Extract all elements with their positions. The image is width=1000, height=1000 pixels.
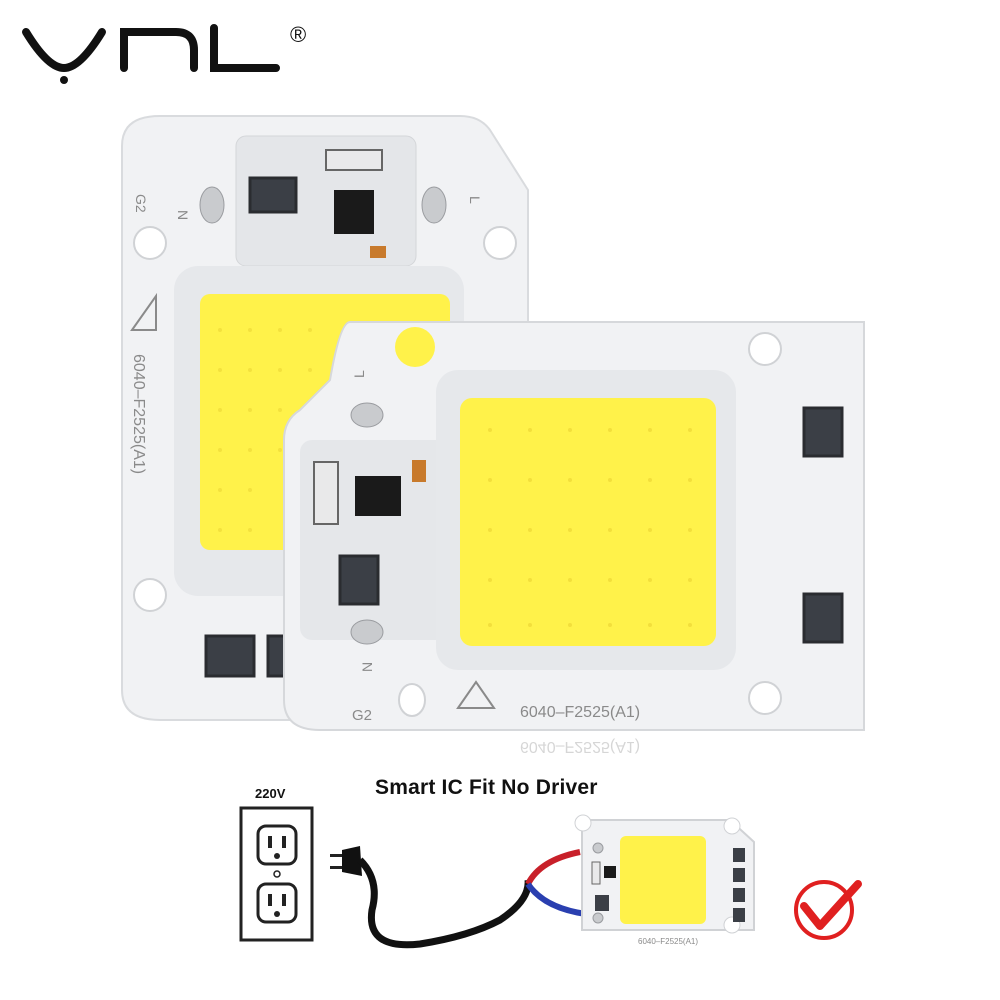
capacitor: [412, 460, 426, 482]
mini-emitter: [620, 836, 706, 924]
solder-point: [350, 619, 384, 645]
mount-hole: [133, 226, 167, 260]
back-emitter-dots: [218, 328, 312, 532]
front-corner-label: G2: [352, 707, 372, 724]
warning-icon: [130, 292, 157, 331]
socket-top: [256, 824, 298, 866]
component-pad: [248, 176, 298, 214]
plug-prong: [330, 854, 342, 857]
logo-dot: [60, 76, 68, 84]
mount-hole: [748, 332, 782, 366]
blue-wire: [525, 882, 587, 917]
tagline-text: Smart IC Fit No Driver: [375, 776, 598, 799]
check-circle-icon: [794, 880, 854, 940]
logo-y-stroke: [22, 28, 106, 73]
mount-hole: [133, 578, 167, 612]
front-led-chip: L N G2 6040–F2525(A1): [283, 321, 865, 731]
front-pad-label-l: L: [351, 370, 367, 378]
plug-prong: [330, 866, 342, 869]
back-model-label: 6040–F2525(A1): [130, 354, 147, 474]
red-wire: [525, 849, 581, 886]
socket-bottom: [256, 882, 298, 924]
back-corner-label: G2: [133, 194, 149, 213]
driver-ic: [355, 476, 401, 516]
solder-point: [421, 186, 447, 224]
mini-chip-label: 6040–F2525(A1): [638, 937, 698, 946]
front-model-label: 6040–F2525(A1): [520, 704, 640, 721]
power-cable: [357, 857, 532, 949]
model-reflection: 6040–F2525(A1): [520, 738, 640, 755]
capacitor: [370, 246, 386, 258]
registered-mark: ®: [290, 22, 306, 47]
front-emitter-area: [460, 398, 716, 646]
wiring-diagram: 6040–F2525(A1): [239, 806, 862, 949]
back-pad-label-l: L: [467, 196, 483, 204]
mount-hole: [748, 681, 782, 715]
back-pad-label-n: N: [175, 210, 191, 220]
logo-l-stroke: [210, 24, 280, 72]
driver-ic: [334, 190, 374, 234]
solder-point: [199, 186, 225, 224]
ynl-logo: ®: [22, 22, 306, 84]
resistor: [325, 149, 383, 171]
solder-point: [350, 402, 384, 428]
component-pad: [338, 554, 380, 606]
logo-n-stroke: [120, 28, 198, 72]
plug-body: [342, 846, 362, 876]
component-pad: [802, 592, 844, 644]
front-emitter-dots: [488, 428, 692, 627]
check-mark-icon: [800, 880, 862, 930]
front-pad-label-n: N: [359, 662, 375, 672]
yellow-marker: [395, 327, 435, 367]
resistor: [313, 461, 339, 525]
component-pad: [802, 406, 844, 458]
component-pad: [204, 634, 256, 678]
mount-hole: [398, 683, 426, 717]
warning-icon: [456, 680, 496, 709]
mount-hole: [483, 226, 517, 260]
voltage-label: 220V: [255, 786, 286, 801]
